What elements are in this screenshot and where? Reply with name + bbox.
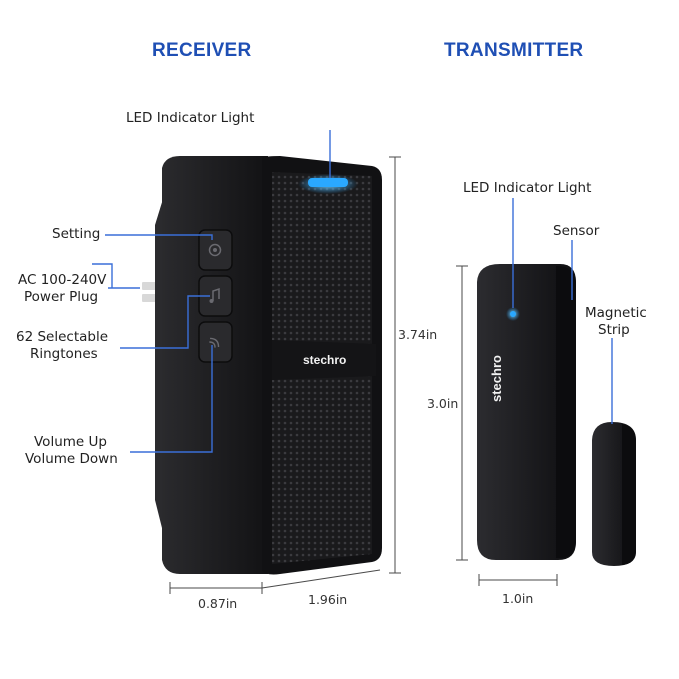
receiver-led-label: LED Indicator Light [126, 110, 255, 126]
transmitter-width-dimension: 1.0in [502, 591, 534, 606]
transmitter-body [477, 264, 576, 560]
transmitter-dimension-lines [456, 265, 558, 586]
power-plug-label-line2: Power Plug [24, 289, 99, 305]
magnet-edge [622, 424, 636, 565]
magnetic-strip-label-line2: Strip [598, 322, 630, 338]
power-plug [142, 282, 156, 302]
setting-label: Setting [52, 226, 101, 242]
receiver-led-icon [308, 178, 348, 187]
volume-icon [209, 337, 220, 348]
sensor-label: Sensor [553, 223, 600, 239]
receiver-heading: RECEIVER [152, 40, 252, 61]
transmitter-heading: TRANSMITTER [444, 40, 584, 61]
gear-icon [208, 243, 222, 257]
receiver-depth-dimension: 0.87in [198, 596, 238, 611]
transmitter-edge [556, 266, 576, 558]
receiver-leader-lines [92, 130, 331, 453]
receiver-side [162, 156, 268, 574]
volume-label-line1: Volume Up [34, 434, 107, 450]
receiver-height-dimension: 3.74in [398, 327, 438, 342]
receiver-dimension-lines [169, 156, 401, 594]
brand-band [272, 340, 376, 380]
music-note-icon [209, 287, 220, 303]
receiver-buttons [198, 229, 233, 363]
magnetic-strip-label-line1: Magnetic [585, 305, 647, 321]
ringtones-label-line2: Ringtones [30, 346, 98, 362]
transmitter-leader-lines [512, 198, 613, 424]
ringtones-label-line1: 62 Selectable [16, 329, 109, 345]
receiver-width-dimension: 1.96in [308, 592, 348, 607]
transmitter-height-dimension: 3.0in [427, 396, 459, 411]
transmitter-led-label: LED Indicator Light [463, 180, 592, 196]
power-plug-label-line1: AC 100-240V [18, 272, 107, 288]
receiver-brand-logo: stechro [303, 353, 347, 367]
volume-label-line2: Volume Down [25, 451, 118, 467]
transmitter-led-icon [510, 311, 516, 317]
transmitter-brand-logo: stechro [489, 355, 504, 402]
